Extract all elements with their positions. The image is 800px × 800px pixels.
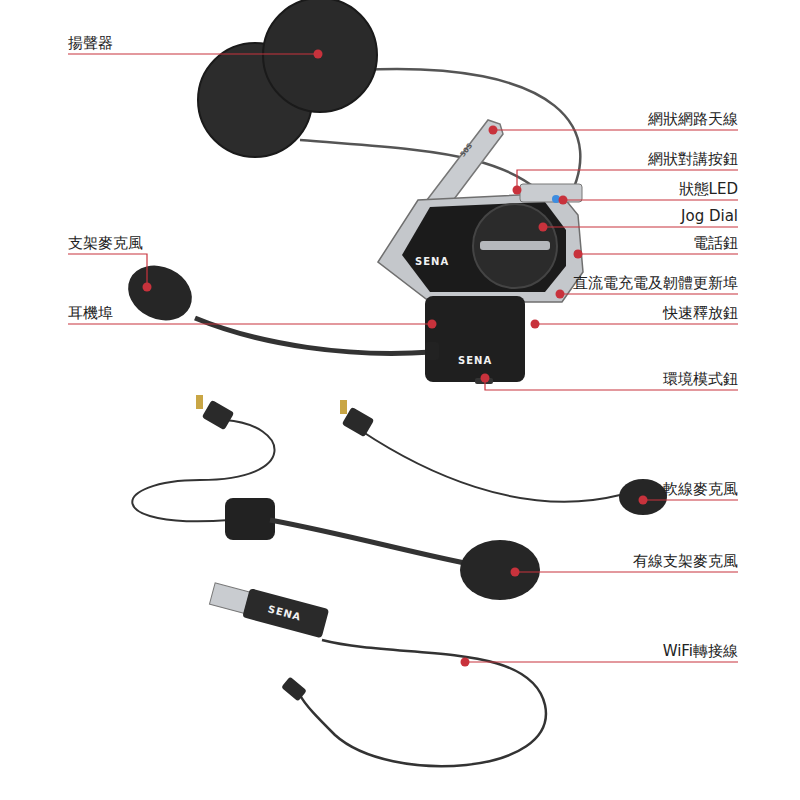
illustration-circle	[539, 223, 548, 232]
illustration-rect	[202, 400, 235, 430]
part-label: 耳機埠	[68, 304, 113, 322]
illustration-path	[402, 202, 566, 292]
illustration-path	[535, 323, 738, 324]
part-label: 環境模式鈕	[663, 370, 738, 388]
illustration-rect	[281, 677, 307, 702]
illustration-path	[68, 323, 432, 324]
illustration-rect	[520, 184, 582, 202]
illustration-circle	[489, 126, 498, 135]
illustration-path	[378, 193, 583, 302]
illustration-circle	[263, 0, 377, 112]
illustration-rect	[425, 296, 525, 382]
illustration-path	[270, 520, 480, 566]
illustration-circle	[143, 283, 152, 292]
illustration-rect	[242, 588, 329, 638]
illustration-circle	[511, 568, 520, 577]
illustration-rect	[209, 583, 249, 614]
illustration-circle	[428, 320, 437, 329]
illustration-g	[143, 50, 648, 667]
illustration-path	[543, 226, 738, 227]
illustration-rect	[342, 407, 375, 437]
part-label: 快速釋放鈕	[663, 304, 738, 322]
illustration-circle	[574, 250, 583, 259]
illustration-path	[195, 318, 432, 353]
illustration-circle	[639, 496, 648, 505]
illustration-rect	[425, 342, 439, 360]
illustration-path	[578, 253, 738, 254]
part-label: Jog Dial	[681, 207, 738, 225]
illustration-rect	[196, 395, 203, 409]
part-label: 支架麥克風	[68, 234, 143, 252]
illustration-path	[560, 293, 738, 294]
part-label: 軟線麥克風	[663, 480, 738, 498]
illustration-path	[493, 129, 738, 130]
logo-text: SENA	[415, 256, 449, 268]
part-label: 有線支架麥克風	[633, 552, 738, 570]
part-label: 網狀網路天線	[648, 110, 738, 128]
illustration-path	[465, 661, 738, 662]
part-label: 網狀對講按鈕	[648, 150, 738, 168]
illustration-g	[68, 54, 738, 662]
illustration-g	[208, 579, 329, 638]
illustration-path	[563, 199, 738, 200]
illustration-circle	[574, 250, 582, 258]
illustration-circle	[556, 290, 565, 299]
illustration-circle	[559, 196, 568, 205]
part-label: 揚聲器	[68, 34, 113, 52]
illustration-ellipse	[460, 540, 540, 600]
illustration-circle	[314, 50, 323, 59]
illustration-path	[68, 53, 318, 54]
illustration-circle	[461, 658, 470, 667]
illustration-circle	[473, 204, 557, 288]
illustration-ellipse	[119, 255, 201, 330]
part-label: 直流電充電及韌體更新埠	[573, 274, 738, 292]
illustration-path	[68, 254, 147, 287]
illustration-rect	[480, 241, 550, 250]
illustration-rect	[225, 498, 275, 540]
illustration-path	[643, 499, 738, 500]
illustration-path	[515, 571, 738, 572]
logo-text: SENA	[458, 355, 492, 367]
part-label: 電話鈕	[693, 234, 738, 252]
illustration-path	[360, 430, 620, 502]
illustration-circle	[481, 374, 490, 383]
illustration-circle	[513, 186, 522, 195]
part-label: WiFi轉接線	[663, 642, 738, 660]
illustration-circle	[531, 320, 540, 329]
illustration-rect	[340, 400, 347, 414]
illustration-ellipse	[619, 479, 667, 515]
part-label: 狀態LED	[679, 180, 738, 198]
illustration-path	[300, 640, 546, 766]
